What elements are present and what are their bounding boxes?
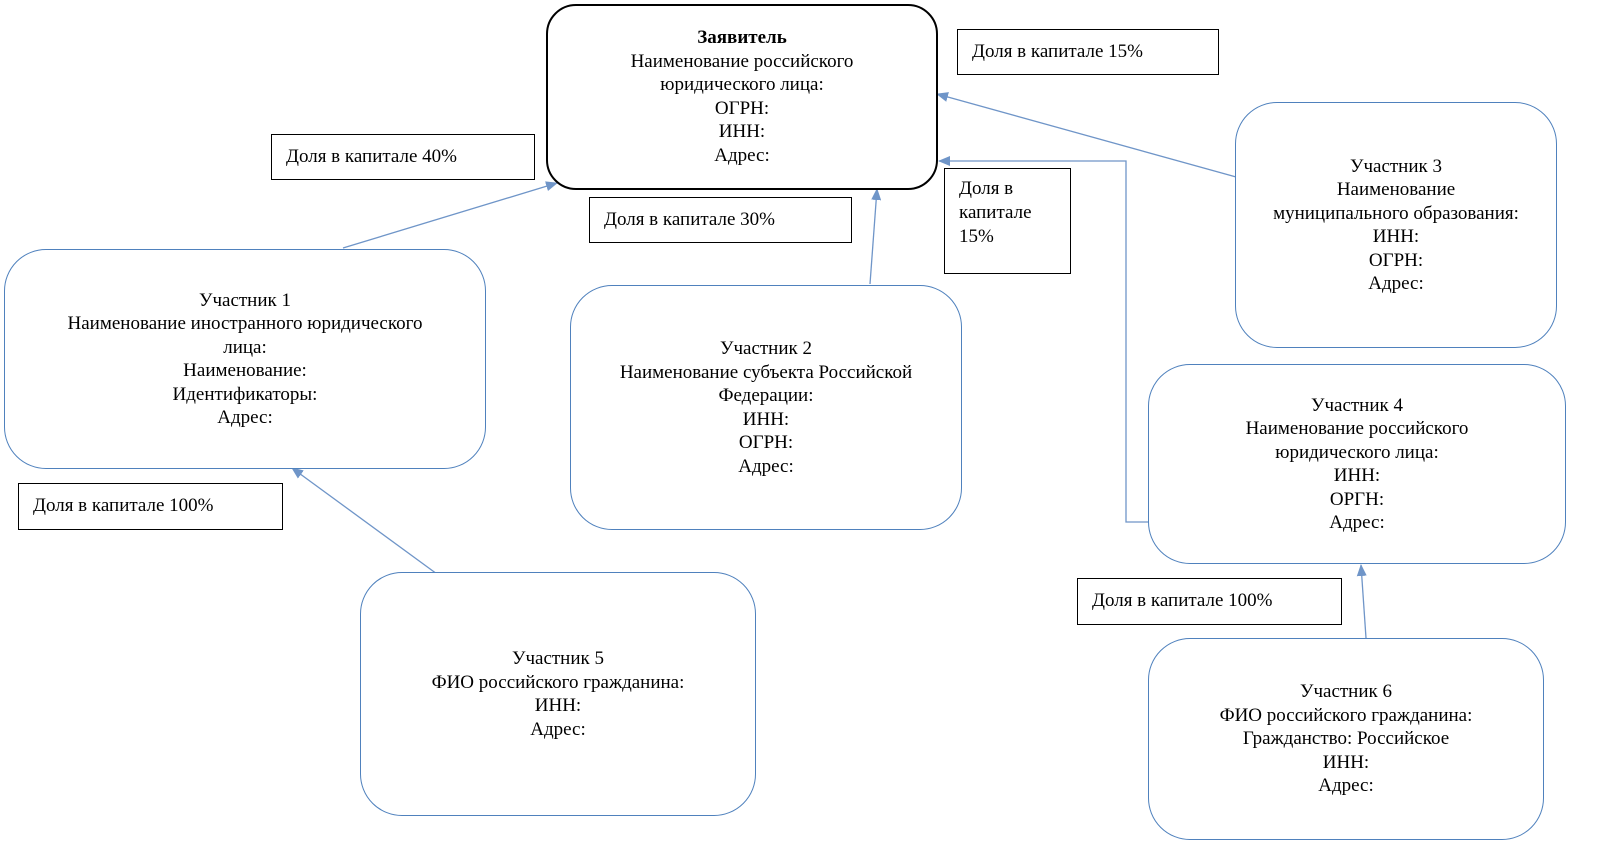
participant-1-title: Участник 1: [199, 289, 291, 311]
participant-2-line: Адрес:: [738, 455, 794, 477]
participant-4-line: юридического лица:: [1275, 441, 1439, 463]
participant-6-line: Гражданство: Российское: [1242, 728, 1450, 750]
participant-3-line: Адрес:: [1368, 273, 1424, 294]
participant-1-line: Наименование:: [183, 360, 307, 381]
applicant-name-label: Наименование российского: [630, 50, 854, 72]
applicant-address-label: Адрес:: [714, 144, 770, 166]
participant-1-line: Наименование иностранного юридического: [67, 313, 423, 334]
participant-1-line: лица:: [223, 336, 267, 358]
participant-1-box: Участник 1 Наименование иностранного юри…: [4, 249, 486, 469]
participant-4-title: Участник 4: [1311, 394, 1403, 416]
participant-4-line: ИНН:: [1333, 465, 1381, 486]
applicant-inn-label: ИНН:: [718, 121, 766, 142]
participant-5-line: ФИО российского гражданина:: [431, 671, 685, 693]
share-label-p6: Доля в капитале 100%: [1077, 578, 1342, 625]
participant-4-line: Адрес:: [1329, 512, 1385, 533]
participant-6-line: ФИО российского гражданина:: [1219, 704, 1473, 726]
participant-2-title: Участник 2: [720, 338, 812, 359]
share-label-p4-line: капитале: [959, 202, 1032, 223]
participant-4-box: Участник 4 Наименование российского юрид…: [1148, 364, 1566, 564]
participant-4-line: ОРГН:: [1329, 488, 1385, 510]
participant-5-line: Адрес:: [530, 718, 586, 740]
participant-1-line: Адрес:: [217, 407, 273, 428]
participant-2-line: ИНН:: [742, 408, 790, 430]
participant-2-line: Федерации:: [718, 385, 814, 406]
applicant-ogrn-label: ОГРН:: [714, 97, 770, 119]
participant-1-line: Идентификаторы:: [172, 383, 318, 405]
participant-3-box: Участник 3 Наименование муниципального о…: [1235, 102, 1557, 348]
participant-5-line: ИНН:: [534, 695, 582, 716]
participant-6-title: Участник 6: [1300, 681, 1392, 703]
arrow-p6-to-p4: [1356, 564, 1367, 639]
arrow-p5-to-p1: [291, 467, 438, 575]
participant-6-line: ИНН:: [1322, 751, 1370, 773]
participant-3-line: муниципального образования:: [1273, 202, 1519, 224]
participant-5-box: Участник 5 ФИО российского гражданина: И…: [360, 572, 756, 816]
applicant-box: Заявитель Наименование российского юриди…: [546, 4, 938, 190]
share-label-p3: Доля в капитале 15%: [957, 29, 1219, 75]
participant-4-line: Наименование российского: [1245, 418, 1469, 439]
participant-3-title: Участник 3: [1350, 155, 1442, 177]
share-label-p4-line: Доля в: [959, 178, 1014, 199]
share-label-p5: Доля в капитале 100%: [18, 483, 283, 530]
share-label-p4-line: 15%: [959, 226, 994, 247]
participant-3-line: Наименование: [1336, 179, 1456, 200]
share-label-p4: Доля в капитале 15%: [944, 168, 1071, 274]
arrow-p2-to-applicant: [869, 188, 882, 285]
arrow-p3-to-applicant: [936, 92, 1266, 186]
share-label-p2: Доля в капитале 30%: [589, 197, 852, 243]
applicant-title: Заявитель: [697, 27, 787, 48]
applicant-name-label-cont: юридического лица:: [660, 74, 824, 95]
share-label-p1: Доля в капитале 40%: [271, 134, 535, 180]
participant-2-line: Наименование субъекта Российской: [619, 361, 913, 383]
participant-5-title: Участник 5: [512, 648, 604, 669]
participant-2-box: Участник 2 Наименование субъекта Российс…: [570, 285, 962, 530]
arrow-p1-to-applicant: [342, 181, 558, 249]
participant-6-box: Участник 6 ФИО российского гражданина: Г…: [1148, 638, 1544, 840]
participant-3-line: ИНН:: [1372, 226, 1420, 247]
participant-2-line: ОГРН:: [738, 432, 794, 453]
participant-6-line: Адрес:: [1318, 775, 1374, 797]
participant-3-line: ОГРН:: [1368, 249, 1424, 271]
